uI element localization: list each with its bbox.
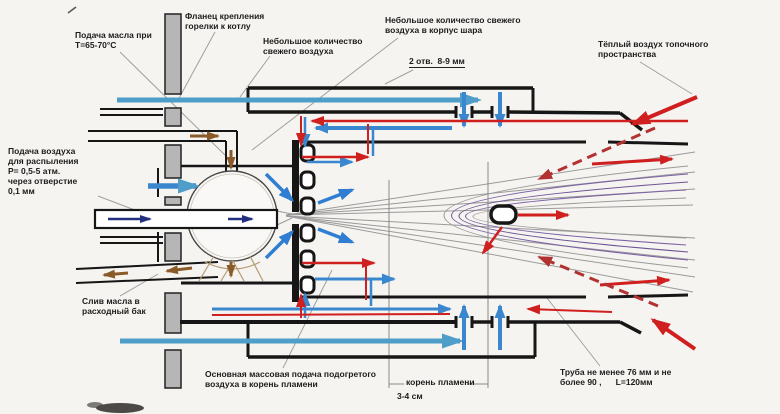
label-main-air: Основная массовая подача подогретого воз… (205, 369, 376, 389)
label-flange: Фланец крепления горелки к котлу (185, 11, 264, 31)
label-line: Подача воздуха (8, 146, 76, 156)
label-line: Труба не менее 76 мм и не (560, 367, 672, 377)
mounting-flange (164, 13, 182, 389)
label-line: Тёплый воздух топочного (598, 39, 709, 49)
oil-flow-arrows-brown (102, 131, 236, 279)
label-line: корень пламени (406, 377, 475, 387)
label-line: Фланец крепления (185, 11, 265, 21)
air-flow-arrows-blue (117, 92, 506, 350)
label-line: свежего воздуха (263, 46, 334, 57)
label-line: через отверстие (8, 176, 78, 187)
label-line: 3-4 см (397, 391, 423, 401)
label-warm-air: Тёплый воздух топочного пространства (598, 39, 708, 59)
label-line: Небольшое количество свежего (385, 15, 521, 25)
label-line: Небольшое количество (263, 36, 363, 46)
hot-air-arrows-red (211, 95, 698, 351)
flame-core-marker (489, 204, 518, 225)
central-air-tube (93, 208, 279, 230)
label-line: горелки к котлу (185, 21, 251, 32)
oil-supply-pipe (88, 130, 238, 172)
perforated-plate (292, 140, 316, 302)
flame-root-dimension (388, 162, 489, 388)
label-line: расходный бак (82, 306, 146, 317)
label-line: Р= 0,5-5 атм. (8, 166, 61, 177)
label-line: 0,1 мм (8, 186, 35, 197)
label-flame-root: корень пламени (406, 377, 475, 387)
label-two-holes: 2 отв. 8-9 мм (409, 56, 465, 69)
label-line: воздуха в корень пламени (205, 379, 318, 390)
label-line: воздуха в корпус шара (385, 25, 483, 36)
label-flame-root-size: 3-4 см (397, 391, 423, 401)
burner-body (180, 86, 689, 359)
label-oil-supply: Подача масла при Т=65-70°С (75, 30, 152, 50)
label-line: Т=65-70°С (75, 40, 117, 51)
label-atomizing-air: Подача воздуха для распыления Р= 0,5-5 а… (8, 146, 79, 196)
label-line: Основная массовая подача подогретого (205, 369, 376, 379)
boiler-wall (100, 108, 163, 262)
photo-smudge (87, 402, 144, 413)
label-line: 2 отв. 8-9 мм (409, 56, 465, 66)
oil-drain-pipe (75, 261, 219, 284)
flame-spray-lines (276, 151, 696, 293)
label-fresh-air-ball: Небольшое количество свежего воздуха в к… (385, 15, 521, 35)
label-oil-drain: Слив масла в расходный бак (82, 296, 146, 316)
label-line: Подача масла при (75, 30, 152, 40)
label-line: Слив масла в (82, 296, 140, 306)
label-fresh-air: Небольшое количество свежего воздуха (263, 36, 362, 56)
label-line: для распыления (8, 156, 79, 167)
label-line: пространства (598, 49, 657, 60)
label-line: более 90 , L=120мм (560, 377, 653, 388)
label-tube-size: Труба не менее 76 мм и не более 90 , L=1… (560, 367, 671, 387)
